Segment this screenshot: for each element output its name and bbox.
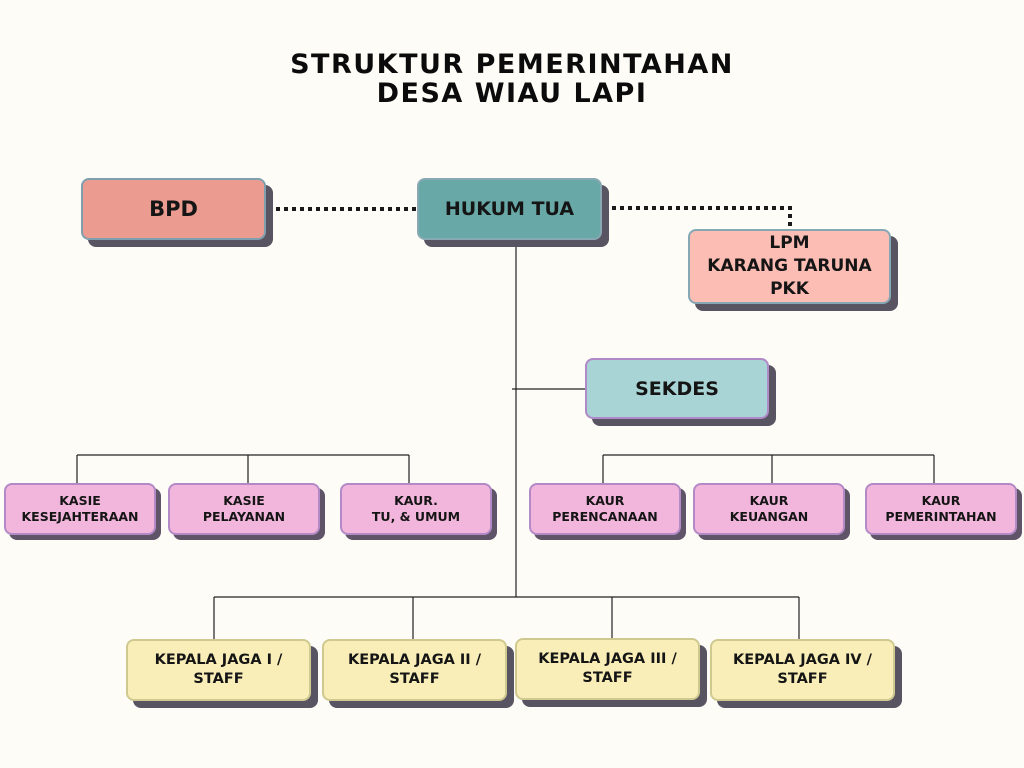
diagram-title: STRUKTUR PEMERINTAHAN DESA WIAU LAPI xyxy=(0,50,1024,108)
node-kaur-perencanaan-line-2: PERENCANAAN xyxy=(552,509,658,524)
node-kasie-kesejahteraan-line-2: KESEJAHTERAAN xyxy=(21,509,139,524)
node-lpm-line-3: PKK xyxy=(770,279,809,299)
node-kaur-pemerintahan: KAUR PEMERINTAHAN xyxy=(865,483,1017,535)
node-kaur-keuangan-line-2: KEUANGAN xyxy=(729,509,809,524)
node-kasie-pelayanan: KASIE PELAYANAN xyxy=(168,483,320,535)
node-kepala-jaga-3: KEPALA JAGA III / STAFF xyxy=(515,638,700,700)
node-kasie-pelayanan-line-2: PELAYANAN xyxy=(202,509,286,524)
node-kepala-jaga-2: KEPALA JAGA II / STAFF xyxy=(322,639,507,701)
node-sekdes: SEKDES xyxy=(585,358,769,419)
node-lpm-line-1: LPM xyxy=(769,233,810,253)
node-kepala-jaga-2-line-1: KEPALA JAGA II / xyxy=(347,652,482,668)
node-sekdes-label: SEKDES xyxy=(635,377,719,400)
node-kasie-kesejahteraan-line-1: KASIE xyxy=(59,493,101,508)
node-kepala-jaga-1-line-1: KEPALA JAGA I / xyxy=(154,652,283,668)
node-kepala-jaga-3-line-2: STAFF xyxy=(582,670,633,686)
node-bpd: BPD xyxy=(81,178,266,240)
node-kaur-tu-umum-line-2: TU, & UMUM xyxy=(371,509,461,524)
node-kepala-jaga-4-line-1: KEPALA JAGA IV / xyxy=(733,652,872,668)
node-kaur-perencanaan-line-1: KAUR xyxy=(585,493,625,508)
node-kaur-perencanaan: KAUR PERENCANAAN xyxy=(529,483,681,535)
node-hukum-tua-label: HUKUM TUA xyxy=(444,198,575,220)
node-lpm-line-2: KARANG TARUNA xyxy=(707,256,872,276)
node-kepala-jaga-4: KEPALA JAGA IV / STAFF xyxy=(710,639,895,701)
node-kasie-pelayanan-line-1: KASIE xyxy=(223,493,265,508)
node-lpm-karang-taruna-pkk: LPM KARANG TARUNA PKK xyxy=(688,229,891,304)
node-kepala-jaga-4-line-2: STAFF xyxy=(777,671,828,687)
title-line-2: DESA WIAU LAPI xyxy=(376,78,648,109)
node-kaur-pemerintahan-line-2: PEMERINTAHAN xyxy=(885,509,997,524)
node-kaur-tu-umum-line-1: KAUR. xyxy=(394,493,438,508)
node-kaur-keuangan: KAUR KEUANGAN xyxy=(693,483,845,535)
node-kepala-jaga-3-line-1: KEPALA JAGA III / xyxy=(538,651,677,667)
node-bpd-label: BPD xyxy=(149,197,198,221)
node-kepala-jaga-1-line-2: STAFF xyxy=(193,671,244,687)
node-kaur-tu-umum: KAUR. TU, & UMUM xyxy=(340,483,492,535)
title-line-1: STRUKTUR PEMERINTAHAN xyxy=(290,49,734,80)
node-kaur-pemerintahan-line-1: KAUR xyxy=(921,493,961,508)
node-kepala-jaga-1: KEPALA JAGA I / STAFF xyxy=(126,639,311,701)
node-kepala-jaga-2-line-2: STAFF xyxy=(389,671,440,687)
dotted-connector-hukumtua-lpm xyxy=(604,206,792,229)
node-hukum-tua: HUKUM TUA xyxy=(417,178,602,240)
node-kaur-keuangan-line-1: KAUR xyxy=(749,493,789,508)
node-kasie-kesejahteraan: KASIE KESEJAHTERAAN xyxy=(4,483,156,535)
